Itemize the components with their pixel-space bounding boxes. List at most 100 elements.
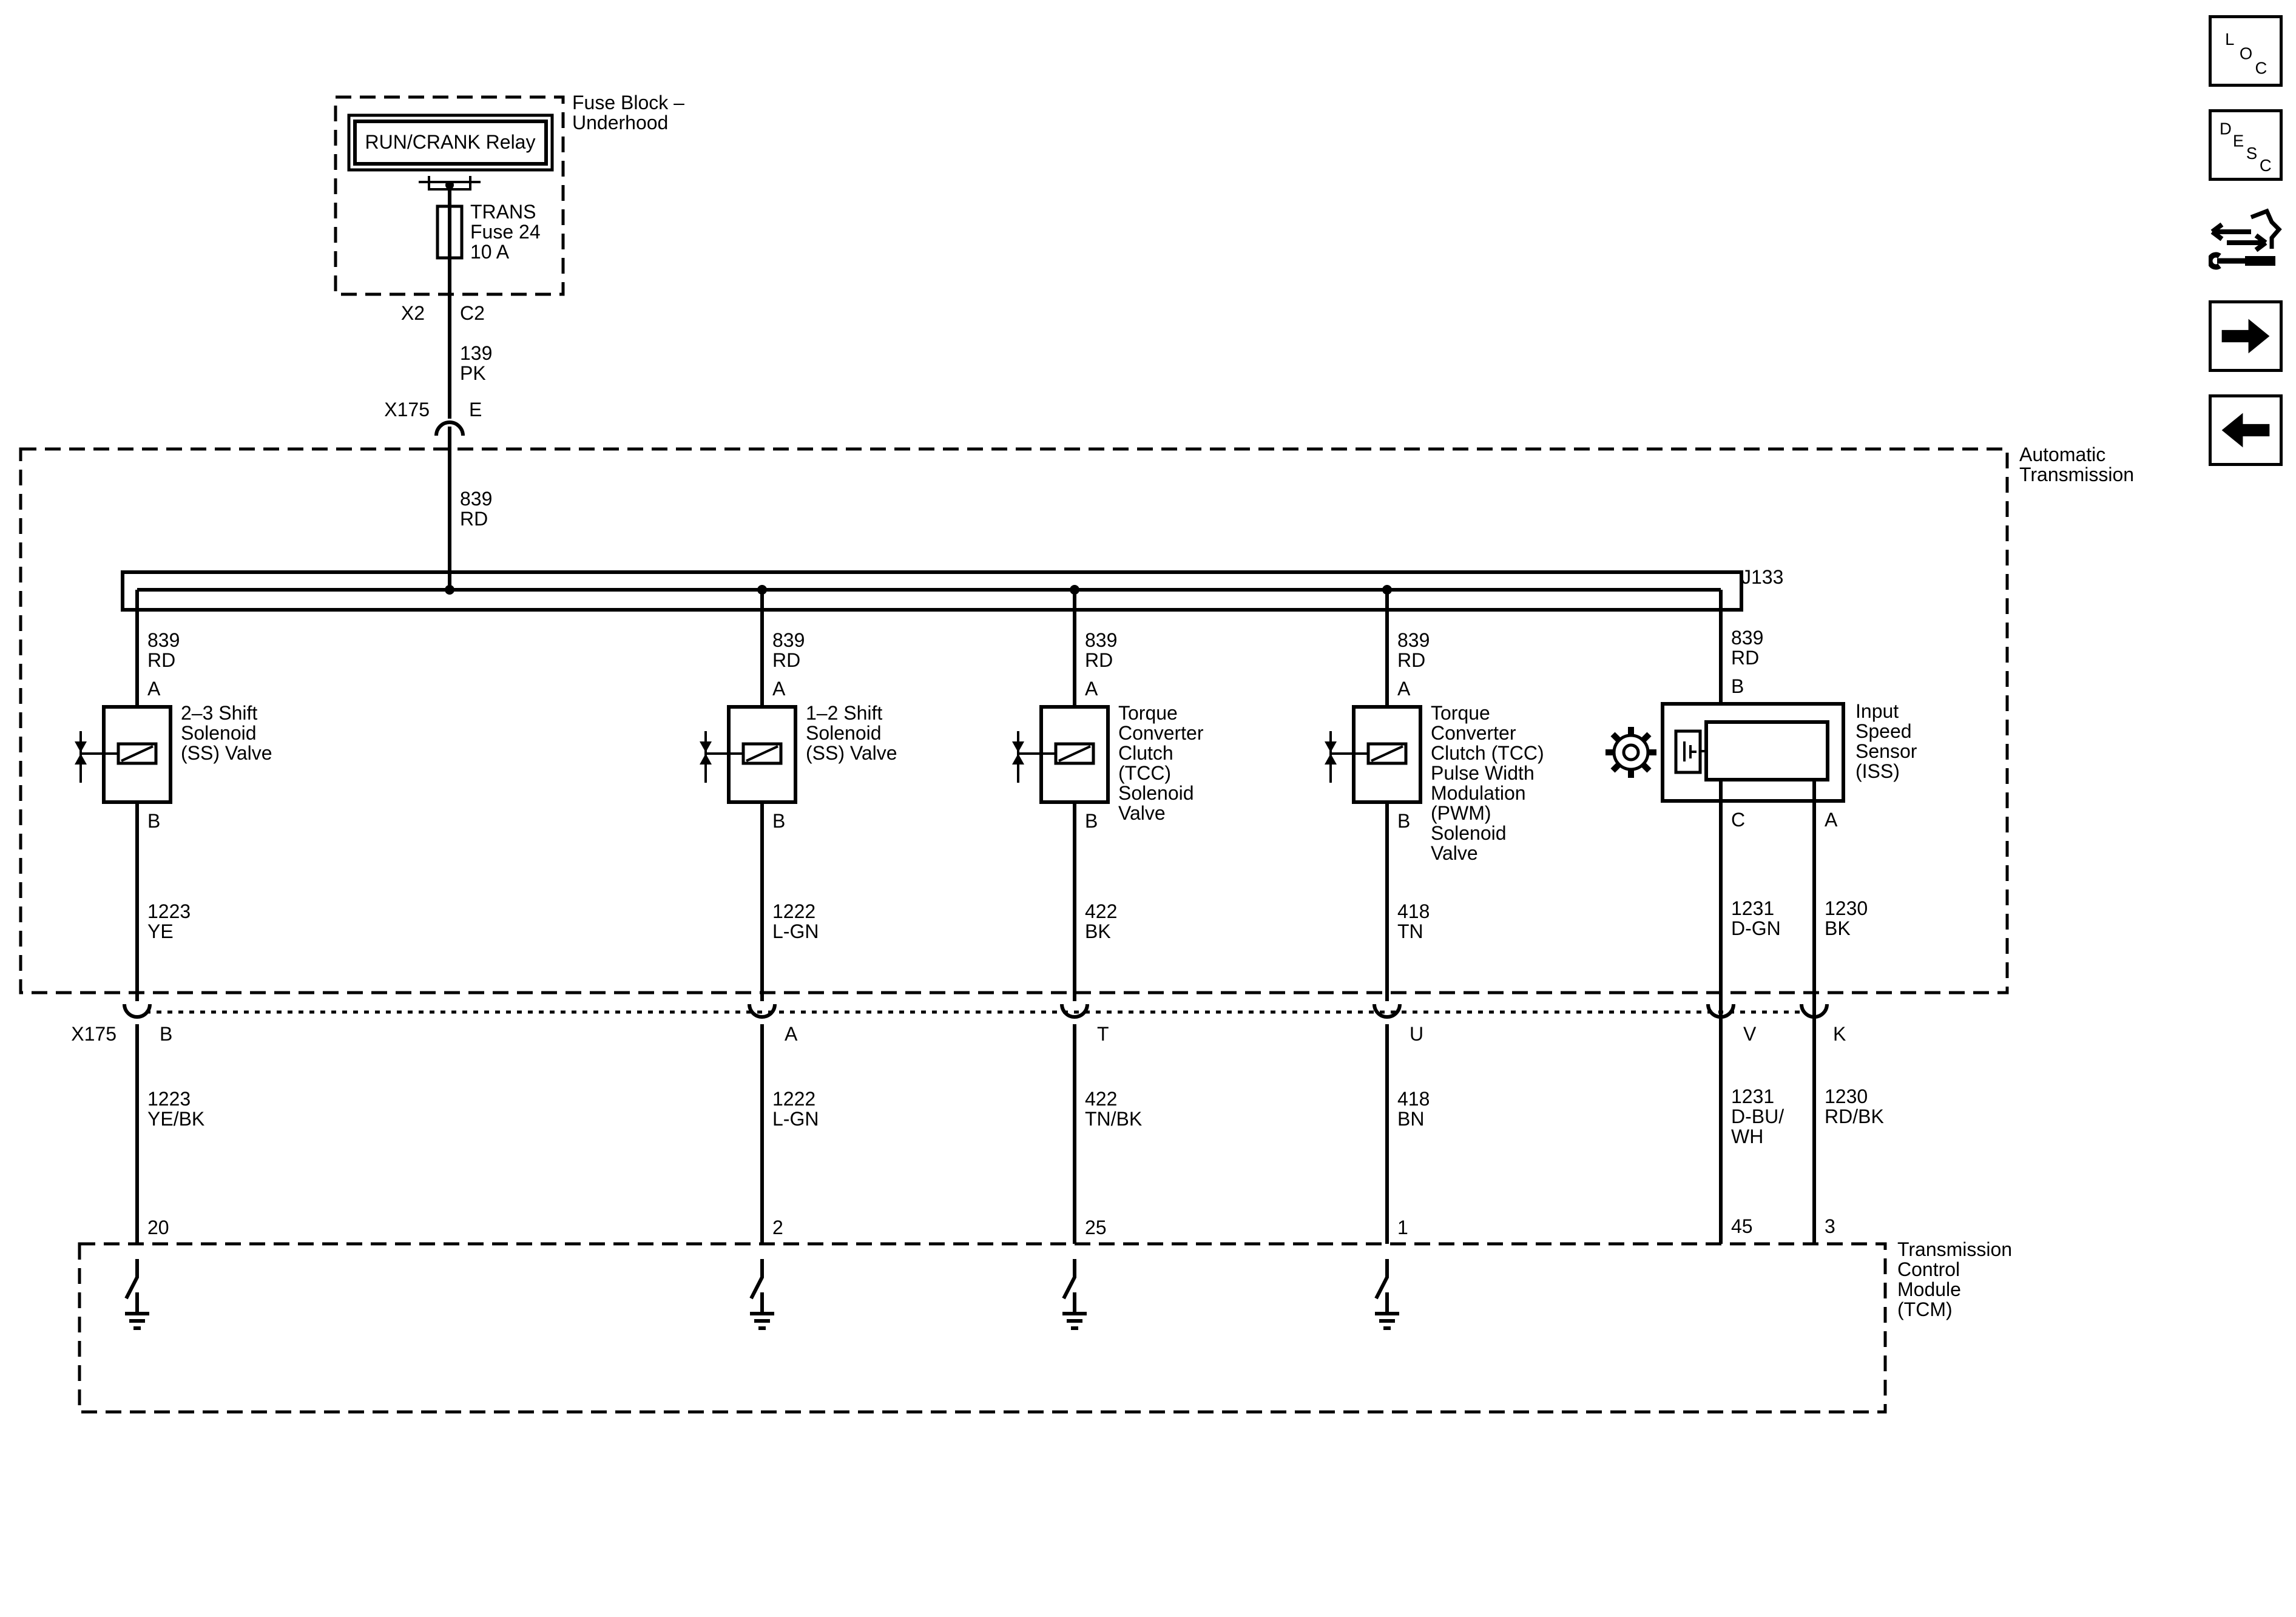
solenoid-3-valve-icon (1012, 741, 1024, 765)
desc-letter-s: S (2246, 144, 2257, 163)
solenoid-3-tcm-pin: 25 (1085, 1217, 1107, 1238)
solenoid-3-pin-a: A (1085, 678, 1098, 700)
transmission-label-1: Automatic (2019, 444, 2105, 465)
x175-pin-k: K (1833, 1023, 1846, 1045)
tcm-label-4: (TCM) (1897, 1298, 1953, 1320)
solenoid-2-color-in: RD (772, 649, 800, 671)
connector-tool-button[interactable] (2207, 200, 2283, 272)
iss-element (1704, 720, 1829, 781)
solenoid-1-name-2: Solenoid (181, 722, 257, 744)
solenoid-3-name-5: Solenoid (1118, 782, 1194, 804)
x175-v-connector (1706, 1004, 1735, 1019)
j133-label: J133 (1741, 566, 1783, 588)
connector-tool-icon (2207, 208, 2282, 270)
x175-pin-v: V (1743, 1023, 1757, 1045)
fuse-block-label-1: Fuse Block – (572, 92, 684, 113)
solenoid-3-coil-slash (1058, 745, 1091, 762)
relay-box-inner (353, 120, 548, 166)
iss-pin-b: B (1731, 675, 1744, 697)
tcm-pin-3: 3 (1825, 1215, 1835, 1237)
next-button[interactable] (2209, 300, 2283, 372)
solenoid-3-x175-connector (1060, 1004, 1089, 1019)
feed-wire-lower-number: 839 (460, 488, 492, 510)
desc-letter-d: D (2220, 120, 2232, 138)
solenoid-3-pin-b: B (1085, 810, 1098, 832)
solenoid-3-ground-switch (1062, 1259, 1076, 1300)
solenoid-2-name-1: 1–2 Shift (806, 702, 882, 724)
relay-contact-dot (445, 181, 454, 189)
solenoid-2-pin-b: B (772, 810, 785, 832)
iss-wire-c-number: 1231 (1731, 897, 1774, 919)
solenoid-2-x175-connector (748, 1004, 777, 1019)
solenoid-2-color-out: L-GN (772, 920, 819, 942)
solenoid-1-color-out: YE (147, 920, 174, 942)
solenoid-4-tcm-pin: 1 (1397, 1217, 1408, 1238)
solenoid-4-name-2: Converter (1431, 722, 1516, 744)
iss-color-in: RD (1731, 647, 1759, 669)
iss-harness-c-color-1: D-BU/ (1731, 1106, 1784, 1127)
solenoid-2-harness-wire-number: 1222 (772, 1088, 815, 1110)
solenoid-3-name-1: Torque (1118, 702, 1178, 724)
location-button[interactable]: L O C (2209, 15, 2283, 87)
x175-label: X175 (71, 1023, 116, 1045)
solenoid-3-harness-color: TN/BK (1085, 1108, 1142, 1130)
iss-wire-in: 839 (1731, 627, 1763, 649)
previous-button[interactable] (2209, 394, 2283, 466)
solenoid-4-harness-wire-number: 418 (1397, 1088, 1430, 1110)
solenoid-4-wire-in: 839 (1397, 629, 1430, 651)
solenoid-4-name-7: Solenoid (1431, 822, 1507, 844)
feed-wire-lower-color: RD (460, 508, 488, 530)
transmission-label-2: Transmission (2019, 464, 2134, 485)
feed-wire-upper-color: PK (460, 362, 486, 384)
solenoid-3-x175-pin: T (1097, 1023, 1109, 1045)
arrow-right-icon (2221, 319, 2270, 354)
solenoid-3-harness-wire-number: 422 (1085, 1088, 1117, 1110)
iss-magnet-mark (1683, 741, 1697, 761)
solenoid-2-wire-out: 1222 (772, 900, 815, 922)
iss-harness-a-number: 1230 (1825, 1085, 1868, 1107)
solenoid-4-name-6: (PWM) (1431, 802, 1491, 824)
solenoid-4-name-8: Valve (1431, 842, 1478, 864)
fuse-label-2: Fuse 24 (470, 221, 541, 243)
solenoid-1-tcm-pin: 20 (147, 1217, 169, 1238)
solenoid-4-name-1: Torque (1431, 702, 1490, 724)
splice-dot-feed (445, 585, 454, 595)
iss-name-4: (ISS) (1855, 760, 1900, 782)
iss-harness-c-number: 1231 (1731, 1085, 1774, 1107)
fuse-block-label-2: Underhood (572, 112, 668, 133)
tcm-label-3: Module (1897, 1278, 1961, 1300)
solenoid-1-color-in: RD (147, 649, 175, 671)
iss-pin-c: C (1731, 809, 1745, 831)
solenoid-2-harness-color: L-GN (772, 1108, 819, 1130)
solenoid-1-valve-icon (75, 741, 87, 765)
solenoid-4-color-in: RD (1397, 649, 1425, 671)
solenoid-1-harness-wire-number: 1223 (147, 1088, 191, 1110)
x175-k-connector (1800, 1004, 1829, 1019)
gear-icon (1606, 727, 1656, 778)
tcm-pin-45: 45 (1731, 1215, 1753, 1237)
description-button[interactable]: D E S C (2209, 109, 2283, 181)
loc-letter-o: O (2240, 44, 2252, 63)
solenoid-4-color-out: TN (1397, 920, 1423, 942)
x175-e-connector (434, 420, 465, 436)
solenoid-3-wire-in: 839 (1085, 629, 1117, 651)
solenoid-1-wire-out: 1223 (147, 900, 191, 922)
solenoid-1-coil-slash (121, 745, 154, 762)
solenoid-4-harness-color: BN (1397, 1108, 1424, 1130)
desc-letter-c: C (2260, 156, 2272, 175)
solenoid-4-x175-connector (1373, 1004, 1402, 1019)
iss-name-3: Sensor (1855, 740, 1917, 762)
iss-wire-c-color: D-GN (1731, 917, 1781, 939)
solenoid-4-name-3: Clutch (TCC) (1431, 742, 1544, 764)
solenoid-1-harness-color: YE/BK (147, 1108, 204, 1130)
solenoid-2-coil-slash (746, 745, 778, 762)
solenoid-1-name-1: 2–3 Shift (181, 702, 257, 724)
iss-wire-a-number: 1230 (1825, 897, 1868, 919)
solenoid-4-pin-a: A (1397, 678, 1411, 700)
desc-letter-e: E (2233, 132, 2244, 150)
solenoid-4-name-4: Pulse Width (1431, 762, 1535, 784)
fuse-label-3: 10 A (470, 241, 510, 263)
arrow-left-icon (2221, 413, 2270, 448)
solenoid-2-pin-a: A (772, 678, 786, 700)
solenoid-4-valve-icon (1325, 741, 1337, 765)
